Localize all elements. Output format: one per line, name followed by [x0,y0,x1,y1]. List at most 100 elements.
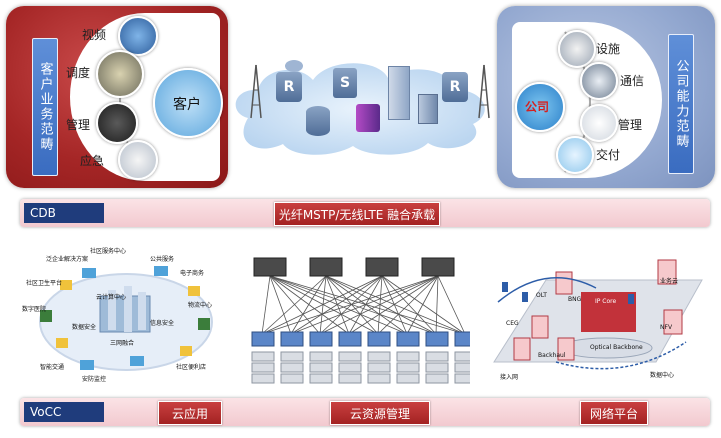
delivery-icon [556,136,594,174]
cloud-app-diagram [39,266,213,371]
server-icon [280,351,304,362]
server-small-icon [418,94,438,124]
fabric-link [348,275,383,335]
manage-icon [96,102,138,144]
fabric-link [325,275,466,335]
optical-device-icon [356,104,380,132]
dispatch-icon [96,50,144,98]
leaf-switch-icon [338,331,362,347]
server-icon [367,373,391,384]
company-capability-title: 公司能力范畴 [668,34,694,174]
label-community-health: 社区卫生平台 [26,280,63,287]
cloud-application-button[interactable]: 云应用 [158,401,222,425]
label-digital-hospital: 数字医院 [22,306,47,313]
spine-switch-icon [365,257,399,277]
leaf-switch-icon [454,331,470,347]
fabric-link [290,275,327,335]
switch-icon: S [333,68,357,98]
label-cloud-center: 云计算中心 [96,294,127,301]
spine-switch-icon [253,257,287,277]
server-icon [425,373,449,384]
label-olt: OLT [536,292,547,299]
server-icon [425,351,449,362]
fabric-link [269,275,379,335]
leaf-switch-icon [425,331,449,347]
server-icon [251,362,275,373]
management-icon [580,104,618,142]
cloud-resource-management-button[interactable]: 云资源管理 [330,401,430,425]
server-icon [309,362,333,373]
fusion-bearer-button[interactable]: 光纤MSTP/无线LTE 融合承载 [274,202,440,226]
fabric-link [290,275,383,335]
server-icon [454,373,470,384]
item-dispatch-label: 调度 [66,66,91,80]
label-ceg: CEG [506,320,519,327]
fabric-link [435,275,439,335]
router-right-label: R [449,79,461,95]
label-ecommerce: 电子商务 [180,270,205,277]
server-icon [338,351,362,362]
fabric-link [269,275,466,335]
label-data-center: 数据中心 [650,372,675,379]
router-right-icon: R [442,72,468,102]
fabric-link [290,275,439,335]
fabric-link [261,275,383,335]
antenna-right-icon [478,64,490,119]
network-platform-diagram [493,259,703,370]
network-platform-button[interactable]: 网络平台 [580,401,648,425]
server-icon [280,373,304,384]
fabric-link [269,275,350,335]
label-data-security: 数据安全 [72,324,97,331]
server-icon [396,351,420,362]
server-icon [309,373,333,384]
company-hub-icon: 公司 [515,82,565,132]
fabric-link [261,275,439,335]
item-facility-label: 设施 [596,42,621,56]
item-manage-label: 管理 [66,118,91,132]
spine-switch-icon [421,257,455,277]
fabric-link [319,275,327,335]
label-enterprise-solution: 泛企业解决方案 [46,256,89,263]
customer-business-title: 客户业务范畴 [32,38,58,176]
leaf-switch-icon [309,331,333,347]
leaf-switch-icon [367,331,391,347]
label-optical-backbone: Optical Backbone [590,344,643,351]
spine-switch-icon [309,257,343,277]
server-icon [425,362,449,373]
item-video-label: 视频 [82,28,107,42]
customer-hub-icon: 客户 [153,68,223,138]
fabric-link [377,275,383,335]
server-icon [338,373,362,384]
label-bng: BNG [568,296,582,303]
fabric-link [319,275,439,335]
label-public-service: 公共服务 [150,256,175,263]
label-convenience-store: 社区便利店 [176,364,207,371]
cloud-resource-fabric [251,257,470,384]
label-smart-traffic: 智能交通 [40,364,65,371]
server-icon [280,362,304,373]
server-icon [251,373,275,384]
fabric-link [261,275,271,335]
item-management-label: 管理 [618,118,643,132]
label-logistics: 物流中心 [188,302,213,309]
fabric-link [269,275,321,335]
label-access-network: 接入网 [500,374,519,381]
fabric-link [319,275,383,335]
server-icon [309,351,333,362]
communication-icon [580,62,618,100]
fabric-link [381,275,437,335]
fabric-link [261,275,327,335]
facility-icon [558,30,596,68]
server-icon [454,351,470,362]
fabric-link [269,275,437,335]
fabric-link [381,275,466,335]
fabric-link [437,275,466,335]
fabric-link [269,275,408,335]
server-icon [396,362,420,373]
server-icon [338,362,362,373]
vocc-tag: VoCC [24,402,104,422]
label-nfv: NFV [660,324,673,331]
label-info-security: 信息安全 [150,320,175,327]
video-icon [118,16,158,56]
fabric-link [377,275,439,335]
